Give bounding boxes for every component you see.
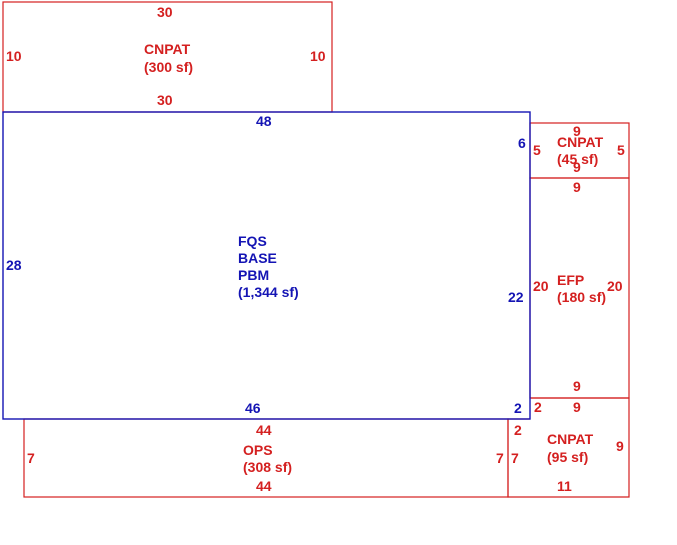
cnpat-bottom-dim-left-lower: 7 xyxy=(511,450,519,466)
ops-dim-bottom: 44 xyxy=(256,478,272,494)
cnpat-bottom-dim-left-outer: 2 xyxy=(534,399,542,415)
fqs-base-dim-left: 28 xyxy=(6,257,22,273)
cnpat-top-area: (300 sf) xyxy=(144,59,193,75)
efp-area: (180 sf) xyxy=(557,289,606,305)
ops-dim-left: 7 xyxy=(27,450,35,466)
efp-dim-left: 20 xyxy=(533,278,549,294)
fqs-base-label-line2: BASE xyxy=(238,250,277,266)
fqs-base-dim-bottom: 46 xyxy=(245,400,261,416)
fqs-base-outline xyxy=(2,111,531,420)
cnpat-right-dim-left: 5 xyxy=(533,142,541,158)
efp-dim-bottom: 9 xyxy=(573,378,581,394)
ops-dim-top: 44 xyxy=(256,422,272,438)
cnpat-top-name: CNPAT xyxy=(144,41,191,57)
cnpat-right-name: CNPAT xyxy=(557,134,604,150)
ops-name: OPS xyxy=(243,442,273,458)
cnpat-top-dim-top: 30 xyxy=(157,4,173,20)
cnpat-bottom-dim-top: 9 xyxy=(573,399,581,415)
cnpat-right-dim-bottom: 9 xyxy=(573,159,581,175)
fqs-base-dim-right-lower: 2 xyxy=(514,400,522,416)
cnpat-right-dim-top: 9 xyxy=(573,123,581,139)
fqs-base-label-line1: FQS xyxy=(238,233,267,249)
ops-dim-right: 7 xyxy=(496,450,504,466)
fqs-base-dim-top: 48 xyxy=(256,113,272,129)
efp-name: EFP xyxy=(557,272,584,288)
cnpat-bottom-dim-bottom: 11 xyxy=(557,478,572,494)
fqs-base-label-line3: PBM xyxy=(238,267,269,283)
efp-dim-right: 20 xyxy=(607,278,623,294)
cnpat-top-dim-right: 10 xyxy=(310,48,326,64)
cnpat-bottom-dim-right: 9 xyxy=(616,438,624,454)
cnpat-bottom-name: CNPAT xyxy=(547,431,594,447)
cnpat-bottom-dim-left-upper: 2 xyxy=(514,422,522,438)
fqs-base-dim-right-upper: 6 xyxy=(518,135,526,151)
cnpat-bottom-area: (95 sf) xyxy=(547,449,588,465)
cnpat-top-dim-bottom: 30 xyxy=(157,92,173,108)
efp-dim-top: 9 xyxy=(573,179,581,195)
cnpat-top-dim-left: 10 xyxy=(6,48,22,64)
cnpat-right-area: (45 sf) xyxy=(557,151,598,167)
cnpat-right-dim-right: 5 xyxy=(617,142,625,158)
fqs-base-area: (1,344 sf) xyxy=(238,284,299,300)
fqs-base-dim-right: 22 xyxy=(508,289,524,305)
ops-area: (308 sf) xyxy=(243,459,292,475)
